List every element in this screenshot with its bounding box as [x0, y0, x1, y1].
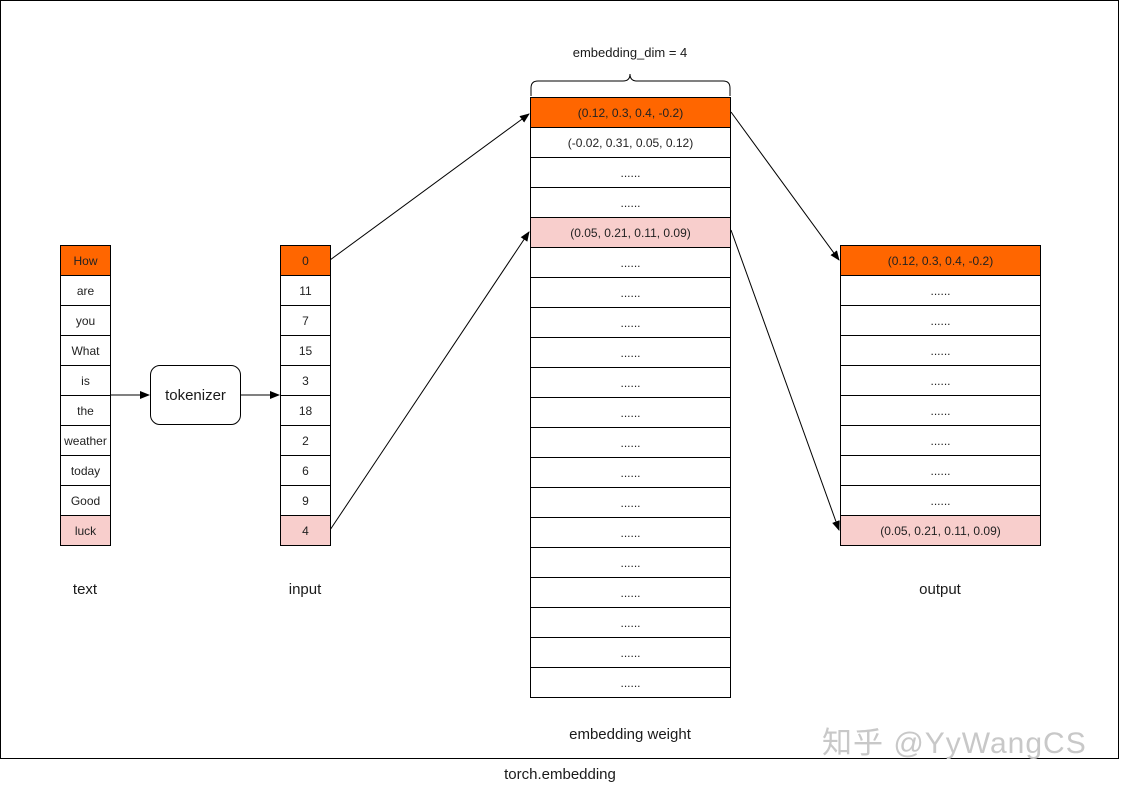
weight-row-12: ......	[530, 457, 731, 488]
arrow-weight-row-0-to-output-0	[730, 111, 840, 261]
weight-row-2: ......	[530, 157, 731, 188]
embedding-dim-brace	[530, 73, 731, 96]
weight-row-11: ......	[530, 427, 731, 458]
input-id-3: 15	[280, 335, 331, 366]
text-token-3: What	[60, 335, 111, 366]
text-token-6: weather	[60, 425, 111, 456]
figure-caption: torch.embedding	[504, 766, 616, 783]
output-row-2: ......	[840, 305, 1041, 336]
input-id-4: 3	[280, 365, 331, 396]
weight-row-13: ......	[530, 487, 731, 518]
text-token-0: How	[60, 245, 111, 276]
weight-row-15: ......	[530, 547, 731, 578]
weight-row-1: (-0.02, 0.31, 0.05, 0.12)	[530, 127, 731, 158]
input-column-label: input	[288, 581, 322, 598]
embedding-weight-label: embedding weight	[569, 726, 691, 743]
input-id-0: 0	[280, 245, 331, 276]
weight-row-18: ......	[530, 637, 731, 668]
output-row-4: ......	[840, 365, 1041, 396]
input-id-6: 2	[280, 425, 331, 456]
output-column-label: output	[919, 581, 961, 598]
text-token-2: you	[60, 305, 111, 336]
weight-row-0: (0.12, 0.3, 0.4, -0.2)	[530, 97, 731, 128]
output-row-7: ......	[840, 455, 1041, 486]
weight-row-19: ......	[530, 667, 731, 698]
text-token-8: Good	[60, 485, 111, 516]
weight-row-16: ......	[530, 577, 731, 608]
tokenizer-box: tokenizer	[150, 365, 241, 425]
output-row-1: ......	[840, 275, 1041, 306]
output-row-6: ......	[840, 425, 1041, 456]
text-token-7: today	[60, 455, 111, 486]
input-id-5: 18	[280, 395, 331, 426]
arrow-input-4-to-weight-row-4	[329, 231, 530, 531]
output-row-3: ......	[840, 335, 1041, 366]
weight-row-6: ......	[530, 277, 731, 308]
weight-row-10: ......	[530, 397, 731, 428]
text-token-5: the	[60, 395, 111, 426]
embedding-dim-label: embedding_dim = 4	[572, 45, 688, 60]
arrow-weight-row-4-to-output-9	[730, 229, 840, 531]
weight-row-3: ......	[530, 187, 731, 218]
output-row-0: (0.12, 0.3, 0.4, -0.2)	[840, 245, 1041, 276]
weight-row-17: ......	[530, 607, 731, 638]
text-token-1: are	[60, 275, 111, 306]
weight-row-7: ......	[530, 307, 731, 338]
weight-row-4: (0.05, 0.21, 0.11, 0.09)	[530, 217, 731, 248]
input-id-1: 11	[280, 275, 331, 306]
diagram-frame	[0, 0, 1119, 759]
arrow-input-0-to-weight-row-0	[329, 113, 530, 261]
input-id-9: 4	[280, 515, 331, 546]
text-column-label: text	[72, 581, 98, 598]
input-id-7: 6	[280, 455, 331, 486]
text-token-9: luck	[60, 515, 111, 546]
output-row-5: ......	[840, 395, 1041, 426]
output-row-9: (0.05, 0.21, 0.11, 0.09)	[840, 515, 1041, 546]
input-id-2: 7	[280, 305, 331, 336]
weight-row-14: ......	[530, 517, 731, 548]
weight-row-9: ......	[530, 367, 731, 398]
weight-row-5: ......	[530, 247, 731, 278]
weight-row-8: ......	[530, 337, 731, 368]
input-id-8: 9	[280, 485, 331, 516]
watermark: 知乎 @YyWangCS	[822, 727, 1087, 760]
output-row-8: ......	[840, 485, 1041, 516]
text-token-4: is	[60, 365, 111, 396]
